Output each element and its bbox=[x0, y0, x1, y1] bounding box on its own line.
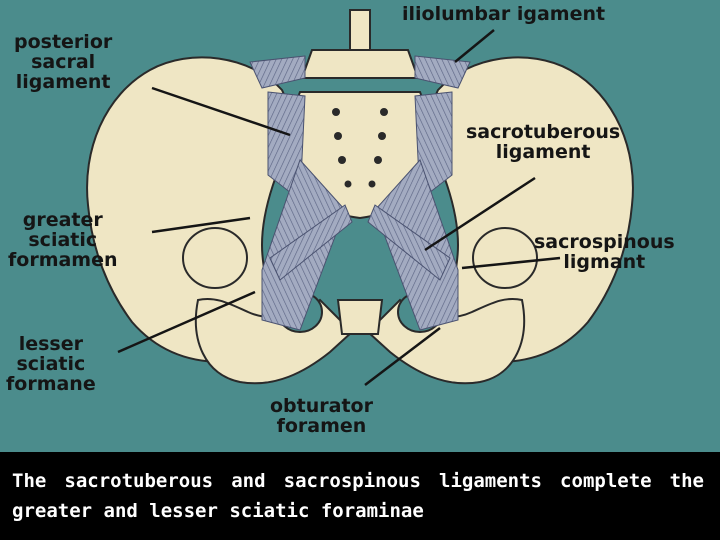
sacrospinous-ligament-right bbox=[367, 204, 451, 281]
label-sacrospinous-ligament: sacrospinous ligmant bbox=[534, 231, 675, 273]
iliolumbar-ligament-left bbox=[249, 55, 306, 89]
lumbar-vertebra bbox=[300, 49, 420, 79]
label-posterior-sacral-ligament: posterior sacral ligament bbox=[14, 31, 113, 93]
leader-lines bbox=[117, 29, 561, 386]
sacrospinous-ligament-left bbox=[269, 204, 353, 281]
label-obturator-foramen: obturator foramen bbox=[270, 395, 373, 437]
iliolumbar-ligament-right bbox=[414, 55, 471, 89]
left-ilium bbox=[86, 56, 302, 364]
label-lesser-sciatic-foramen: lesser sciatic formane bbox=[6, 333, 96, 395]
label-greater-sciatic-foramen: greater sciatic formamen bbox=[8, 209, 118, 271]
pelvis-diagram: iliolumbar igament posterior sacral liga… bbox=[0, 0, 720, 452]
vertebra-spine bbox=[349, 9, 371, 51]
pelvis-illustration bbox=[86, 9, 634, 386]
label-sacrotuberous-ligament: sacrotuberous ligament bbox=[466, 121, 621, 163]
right-femoral-head bbox=[472, 227, 538, 289]
sacral-foramina bbox=[332, 108, 388, 188]
pubic-symphysis bbox=[336, 299, 384, 335]
label-iliolumbar-ligament: iliolumbar igament bbox=[402, 3, 606, 25]
left-femoral-head bbox=[182, 227, 248, 289]
right-ilium bbox=[418, 56, 634, 364]
caption-text: The sacrotuberous and sacrospinous ligam… bbox=[12, 470, 704, 522]
caption-bar: The sacrotuberous and sacrospinous ligam… bbox=[0, 452, 720, 540]
